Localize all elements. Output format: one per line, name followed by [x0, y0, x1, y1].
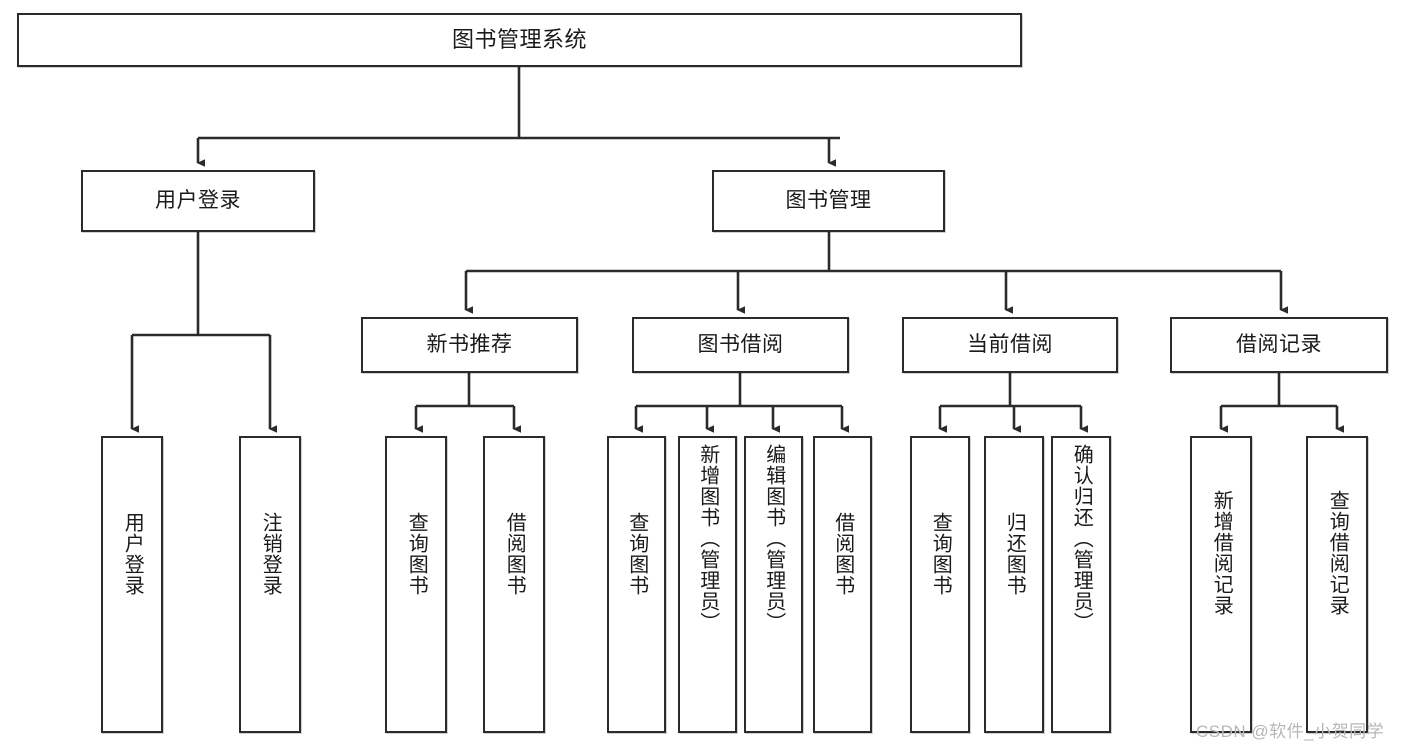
node-new-book-recommend[interactable]: 新书推荐 [361, 317, 578, 373]
node-book-management[interactable]: 图书管理 [712, 170, 945, 232]
leaf-confirm-return-admin[interactable]: 确认归还（管理员） [1051, 436, 1111, 733]
leaf-borrow-book-label: 借阅图书 [831, 512, 854, 596]
watermark-text: CSDN @软件_小贺同学 [1196, 722, 1385, 741]
leaf-borrow-book[interactable]: 借阅图书 [813, 436, 872, 733]
leaf-query-borrow-record-label: 查询借阅记录 [1326, 490, 1349, 616]
leaf-add-book-admin-label: 新增图书（管理员） [696, 444, 719, 633]
leaf-query-book-recommend-label: 查询图书 [405, 512, 428, 596]
node-borrow-record[interactable]: 借阅记录 [1170, 317, 1388, 373]
leaf-add-book-admin[interactable]: 新增图书（管理员） [678, 436, 737, 733]
leaf-logout-label: 注销登录 [259, 512, 282, 596]
watermark: CSDN @软件_小贺同学 [1196, 717, 1384, 742]
leaf-query-book-recommend[interactable]: 查询图书 [385, 436, 447, 733]
node-current-borrow[interactable]: 当前借阅 [902, 317, 1118, 373]
leaf-query-book-borrow-label: 查询图书 [625, 512, 648, 596]
node-root-label: 图书管理系统 [451, 27, 587, 53]
node-borrow-record-label: 借阅记录 [1236, 332, 1322, 356]
leaf-add-borrow-record-label: 新增借阅记录 [1210, 490, 1233, 616]
leaf-query-borrow-record[interactable]: 查询借阅记录 [1306, 436, 1368, 733]
leaf-user-login-label: 用户登录 [121, 512, 144, 596]
leaf-return-book-label: 归还图书 [1003, 512, 1026, 596]
leaf-return-book[interactable]: 归还图书 [984, 436, 1044, 733]
leaf-add-borrow-record[interactable]: 新增借阅记录 [1190, 436, 1252, 733]
leaf-user-login[interactable]: 用户登录 [101, 436, 163, 733]
node-current-borrow-label: 当前借阅 [967, 332, 1053, 356]
node-new-book-recommend-label: 新书推荐 [426, 332, 513, 356]
leaf-query-book-current-label: 查询图书 [929, 512, 952, 596]
leaf-logout[interactable]: 注销登录 [239, 436, 301, 733]
leaf-query-book-current[interactable]: 查询图书 [910, 436, 970, 733]
leaf-query-book-borrow[interactable]: 查询图书 [607, 436, 666, 733]
node-book-borrow[interactable]: 图书借阅 [632, 317, 849, 373]
node-book-management-label: 图书管理 [785, 188, 872, 212]
leaf-edit-book-admin[interactable]: 编辑图书（管理员） [744, 436, 803, 733]
leaf-edit-book-admin-label: 编辑图书（管理员） [762, 444, 785, 633]
node-root[interactable]: 图书管理系统 [17, 13, 1022, 67]
node-user-login[interactable]: 用户登录 [81, 170, 315, 232]
leaf-borrow-book-recommend[interactable]: 借阅图书 [483, 436, 545, 733]
node-book-borrow-label: 图书借阅 [697, 332, 784, 356]
node-user-login-label: 用户登录 [155, 188, 241, 212]
leaf-borrow-book-recommend-label: 借阅图书 [503, 512, 526, 596]
leaf-confirm-return-admin-label: 确认归还（管理员） [1070, 444, 1093, 633]
